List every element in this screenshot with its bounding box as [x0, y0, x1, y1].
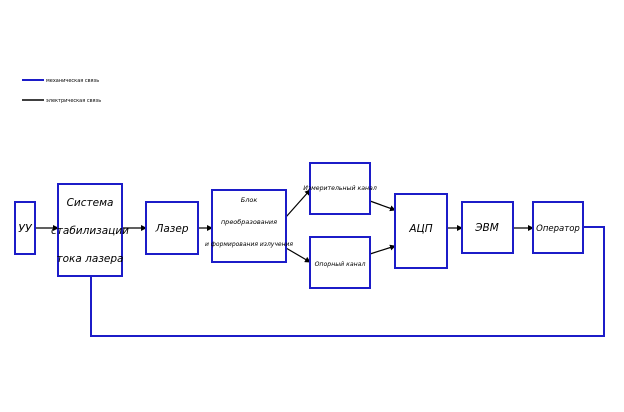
block-computer: ЭВМ: [461, 201, 514, 254]
legend-label-electrical: электрическая связь: [46, 98, 101, 104]
block-adc: АЦП: [394, 193, 448, 269]
block-conversion-label-1: Блок: [241, 196, 258, 204]
block-conversion-label-2: преобразования: [221, 218, 277, 226]
block-conversion-label-3: и формирования излучения: [205, 241, 293, 248]
block-computer-label: ЭВМ: [474, 222, 499, 234]
block-conversion-unit: Блок преобразования и формирования излуч…: [205, 189, 293, 263]
block-stabilization-label-3: тока лазера: [57, 253, 124, 265]
block-measuring-channel: Измерительный канал: [303, 162, 377, 215]
link-ref-adc: [369, 244, 396, 255]
link-conv-meas: [285, 189, 311, 218]
links: [35, 189, 605, 337]
block-laser: Лазер: [145, 201, 199, 255]
block-operator-label: Оператор: [536, 224, 580, 234]
legend-label-optical: механическая связь: [46, 78, 99, 84]
block-uu: УУ: [14, 201, 36, 255]
link-meas-adc: [369, 200, 396, 212]
block-reference-channel: Опорный канал: [309, 236, 371, 289]
block-measuring-label: Измерительный канал: [303, 185, 377, 192]
block-stabilization-label-2: стабилизации: [51, 225, 129, 237]
block-adc-label: АЦП: [408, 223, 432, 235]
block-stabilization-label-1: Система: [67, 197, 114, 209]
block-stabilization-system: Система стабилизации тока лазера: [51, 183, 129, 277]
link-feedback-oper-stab: [90, 226, 605, 337]
block-laser-label: Лазер: [154, 223, 188, 235]
legend: механическая связь электрическая связь: [22, 78, 101, 104]
block-reference-label: Опорный канал: [315, 261, 366, 268]
link-conv-ref: [285, 247, 311, 263]
block-uu-label: УУ: [18, 222, 33, 235]
block-operator: Оператор: [532, 201, 584, 254]
